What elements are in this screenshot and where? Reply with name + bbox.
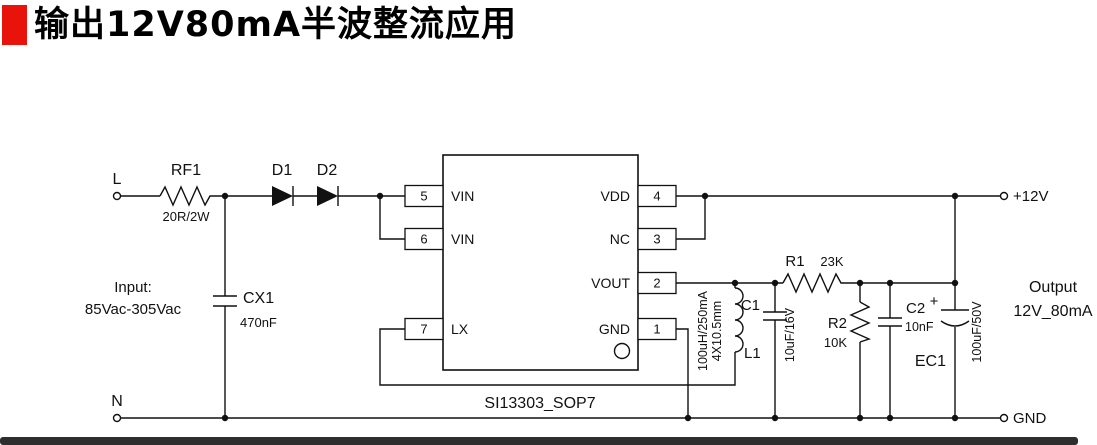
ic-si13303: 5 6 7 VIN VIN LX 4 3 2 1 VDD NC VOUT GND… [404,154,677,412]
page-title: 输出12V80mA半波整流应用 [34,5,518,45]
rf1-value: 20R/2W [163,209,211,224]
rf1-symbol [159,185,212,207]
l1-size: 4X10.5mm [710,301,724,361]
ic-pin4-number: 4 [653,189,660,204]
ic-pin7-number: 7 [420,322,427,337]
title-accent-block [2,5,27,45]
12v-terminal-node [999,191,1009,201]
capacitor-c1: C1 10uF/16V [741,297,797,362]
ic-body [442,154,639,371]
cx1-symbol [213,295,237,307]
d1-refdes: D1 [272,162,293,179]
input-label-line2: 85Vac-305Vac [85,301,182,318]
r2-refdes: R2 [828,315,847,332]
ec1-polarity-mark: + [930,293,939,310]
wires [120,195,1001,419]
ic-pin3-number: 3 [653,232,660,247]
ic-pin1-name: GND [599,321,630,337]
cx1-value: 470nF [240,315,277,330]
ic-pin4-name: VDD [600,188,630,204]
bottom-bar [0,437,1078,445]
neutral-terminal-node [112,413,122,423]
ic-pin6-number: 6 [420,232,427,247]
r1-symbol [782,272,843,294]
live-terminal-label: L [113,171,122,188]
ic-pin6-name: VIN [451,231,474,247]
l1-refdes: L1 [744,345,761,362]
capacitor-c2: C2 10nF [878,300,934,334]
diode-d2: D2 [317,162,339,206]
ic-pin5-name: VIN [451,188,474,204]
gnd-terminal-node [999,413,1009,423]
ic-pin1-number: 1 [653,322,660,337]
ic-pin2-name: VOUT [591,275,630,291]
12v-rail-label: +12V [1013,188,1048,205]
terminal-live: L [112,171,122,201]
output-label-line2: 12V_80mA [1013,303,1092,320]
terminal-12v: +12V [999,188,1048,205]
c2-symbol [878,317,902,327]
resistor-r2: R2 10K [824,301,871,350]
r2-value: 10K [824,335,847,350]
c2-refdes: C2 [906,300,925,317]
resistor-rf1: RF1 20R/2W [159,162,212,224]
d1-symbol [272,186,293,206]
output-label-line1: Output [1029,279,1078,296]
ec1-negative-plate [940,320,970,327]
cx1-refdes: CX1 [243,290,274,307]
terminal-neutral: N [111,393,123,423]
input-label-line1: Input: [114,279,152,296]
ic-pin2-number: 2 [653,276,660,291]
d2-symbol [317,186,338,206]
resistor-r1: R1 23K [782,253,844,294]
ec1-refdes: EC1 [915,353,946,370]
c2-value: 10nF [905,320,934,334]
ic-pin3-box [637,227,677,251]
d2-refdes: D2 [317,162,338,179]
l1-symbol [734,287,744,353]
c1-value: 10uF/16V [783,307,797,362]
ec1-value: 100uF/50V [970,301,984,363]
ic-pin6-box [404,227,444,251]
ic-pin3-name: NC [610,231,630,247]
ic-pin2-box [637,271,677,295]
capacitor-ec1: + EC1 100uF/50V [915,293,984,370]
input-voltage-label: Input: 85Vac-305Vac [85,279,182,318]
neutral-terminal-label: N [111,393,123,410]
diode-d1: D1 [272,162,294,206]
ic-part-number: SI13303_SOP7 [484,395,595,412]
output-voltage-label: Output 12V_80mA [1013,279,1092,320]
l1-value: 100uH/250mA [696,290,710,371]
ic-pin7-name: LX [451,321,469,337]
ic-pin5-box [404,184,444,208]
terminal-gnd: GND [999,410,1047,427]
r1-value: 23K [820,254,843,269]
junction-dots [221,192,959,422]
capacitor-cx1: CX1 470nF [213,290,277,330]
ic-pin5-number: 5 [420,189,427,204]
inductor-l1: L1 100uH/250mA 4X10.5mm [696,287,761,371]
r1-refdes: R1 [785,253,804,270]
c1-symbol [763,311,787,321]
ic-pin7-box [404,317,444,341]
ic-pin1-indicator [613,342,631,360]
rf1-refdes: RF1 [171,162,201,179]
gnd-rail-label: GND [1013,410,1047,427]
ic-pin1-box [637,317,677,341]
live-terminal-node [112,191,122,201]
page-header: 输出12V80mA半波整流应用 [2,5,517,45]
r2-symbol [849,301,871,343]
c1-refdes: C1 [741,297,760,314]
ic-pin4-box [637,184,677,208]
